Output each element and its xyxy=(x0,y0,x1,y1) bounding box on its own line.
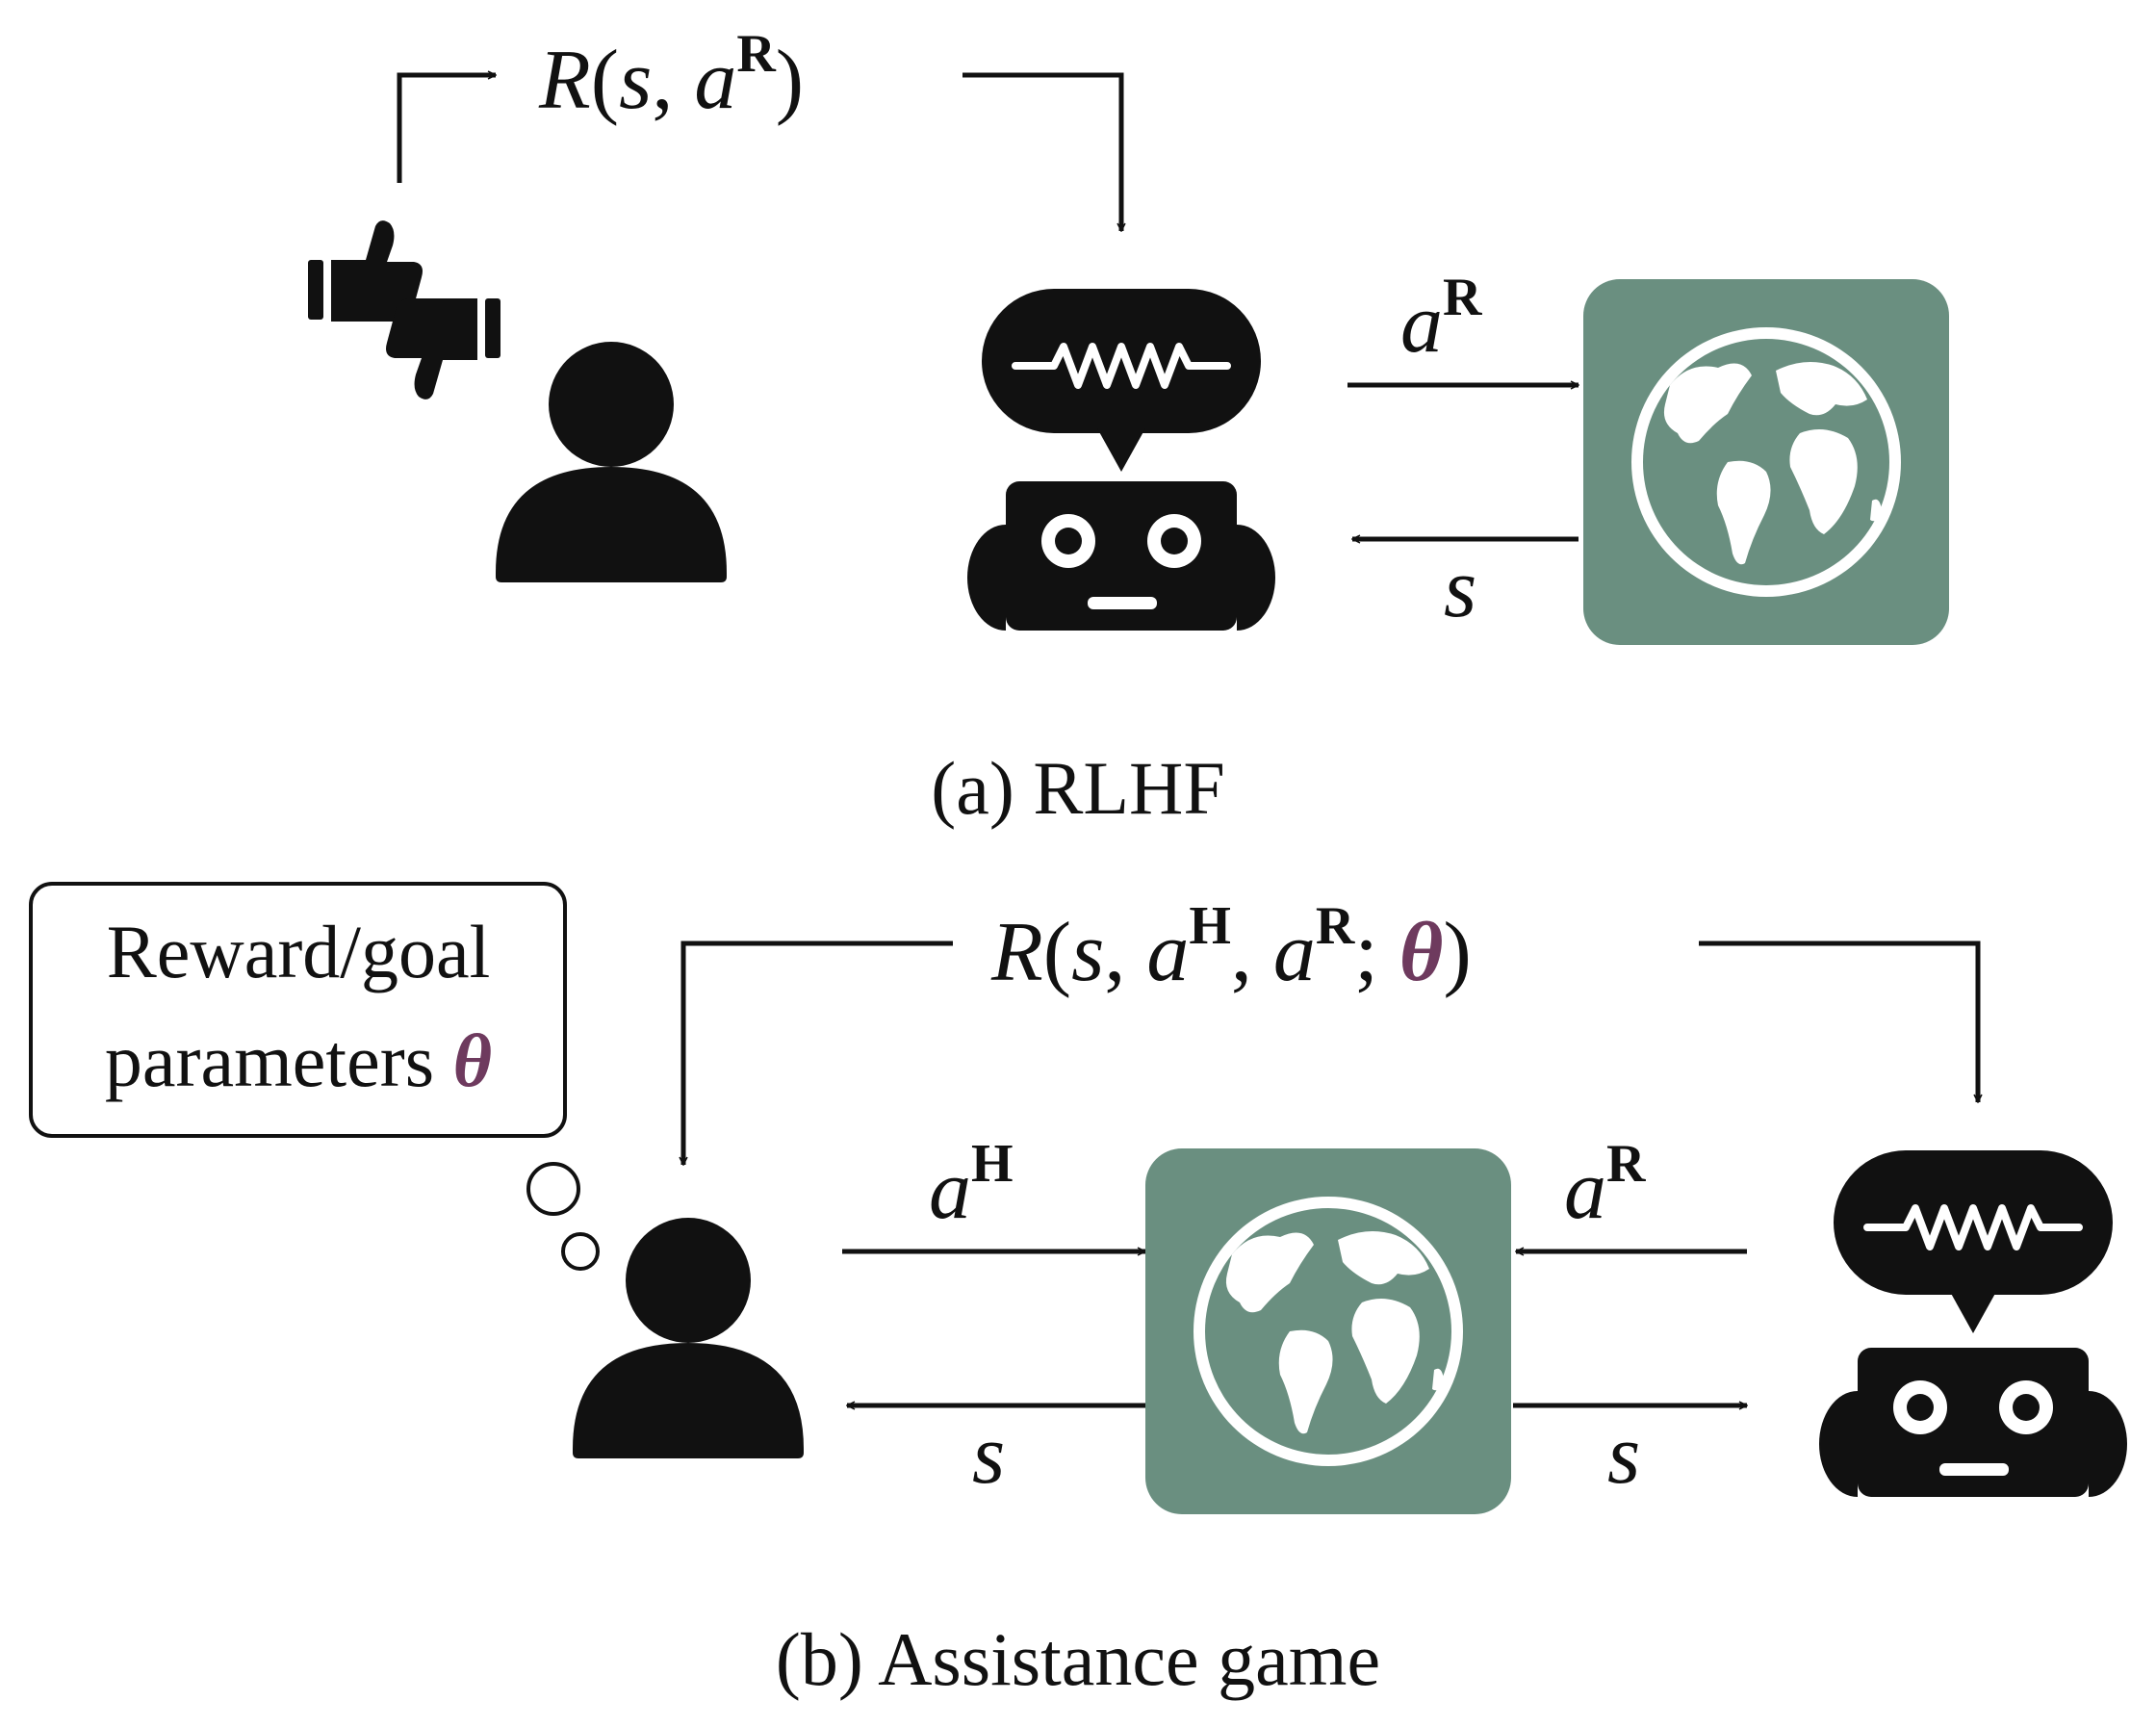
speech-bubble-icon xyxy=(982,289,1261,472)
action-label-a: aR xyxy=(1400,268,1482,371)
speech-bubble-icon-b xyxy=(1834,1150,2113,1333)
globe-icon-b xyxy=(1145,1148,1511,1514)
reward-to-robot-arrow-b xyxy=(1699,941,1978,1102)
state-label-a: s xyxy=(1444,542,1476,635)
thought-bubble-small-icon xyxy=(561,1232,600,1271)
box-line-1: Reward/goal xyxy=(107,910,491,993)
globe-icon xyxy=(1583,279,1949,645)
panel-b: Reward/goal parameters θ R(s, aH, aR; θ)… xyxy=(29,882,2127,1701)
caption-b: (b) Assistance game xyxy=(776,1617,1380,1701)
robot-icon-b xyxy=(1819,1348,2127,1497)
box-line-2: parameters θ xyxy=(105,1018,492,1102)
state-label-left: s xyxy=(972,1408,1005,1502)
thought-bubble-large-icon xyxy=(526,1162,580,1216)
reward-parameters-box xyxy=(29,882,567,1138)
reward-to-robot-arrow xyxy=(962,72,1121,231)
human-action-label: aH xyxy=(929,1134,1014,1237)
robot-action-label: aR xyxy=(1564,1134,1646,1237)
caption-a: (a) RLHF xyxy=(931,746,1224,830)
state-label-right: s xyxy=(1607,1408,1640,1502)
feedback-arrow-start xyxy=(397,75,496,183)
panel-a: R(s, aR) aR s (a) RLHF xyxy=(308,24,1949,830)
robot-icon xyxy=(967,481,1275,631)
reward-to-human-arrow xyxy=(683,941,953,1165)
thumbs-up-down-icon xyxy=(308,220,500,400)
reward-label-a: R(s, aR) xyxy=(538,24,804,127)
reward-label-b: R(s, aH, aR; θ) xyxy=(990,896,1472,999)
person-icon-b xyxy=(573,1218,804,1458)
person-icon xyxy=(496,342,727,582)
